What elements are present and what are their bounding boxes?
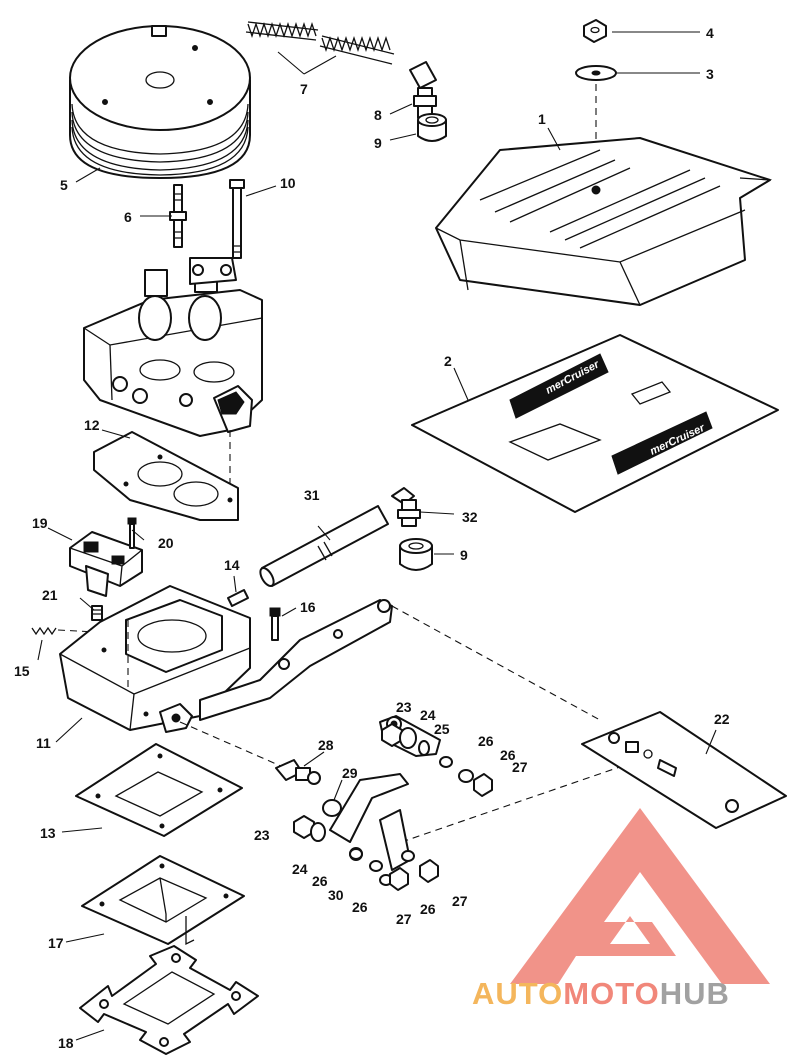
vent-hose — [259, 505, 389, 588]
linkage-bracket — [581, 711, 787, 829]
callout-16: 16 — [300, 599, 316, 615]
callout-3: 3 — [706, 66, 714, 82]
callout-19: 19 — [32, 515, 48, 531]
watermark-hub: HUB — [660, 976, 730, 1011]
callout-24-lower: 24 — [292, 861, 308, 877]
callout-7: 7 — [300, 81, 308, 97]
decal-sheet: merCruiser merCruiser — [411, 334, 779, 513]
callout-25: 25 — [434, 721, 450, 737]
throttle-body — [83, 257, 263, 520]
callout-9-top: 9 — [374, 135, 382, 151]
sensor-screw — [127, 517, 137, 549]
callout-23-lower: 23 — [254, 827, 270, 843]
callout-15: 15 — [14, 663, 30, 679]
watermark-moto: MOTO — [563, 976, 659, 1011]
callout-20: 20 — [158, 535, 174, 551]
callout-12: 12 — [84, 417, 100, 433]
callout-31: 31 — [304, 487, 320, 503]
callout-27-b: 27 — [396, 911, 412, 927]
flame-arrestor-springs — [245, 21, 395, 65]
leader-lines — [37, 31, 717, 1041]
callout-5: 5 — [60, 177, 68, 193]
throttle-position-sensor — [69, 531, 143, 597]
svg-text:AUTOMOTOHUB: AUTOMOTOHUB — [472, 976, 730, 1011]
callout-26-a: 26 — [478, 733, 494, 749]
callout-22: 22 — [714, 711, 730, 727]
callout-21: 21 — [42, 587, 58, 603]
grommet-middle — [399, 538, 433, 571]
throttle-linkage-lower — [329, 773, 411, 871]
callout-18: 18 — [58, 1035, 74, 1051]
callout-24-upper: 24 — [420, 707, 436, 723]
sensor-spring — [91, 605, 103, 621]
mounting-stud — [169, 184, 187, 248]
callout-14: 14 — [224, 557, 240, 573]
callout-11: 11 — [36, 735, 51, 751]
grommet-top — [417, 113, 447, 142]
callout-8: 8 — [374, 107, 382, 123]
engine-cover — [435, 137, 773, 306]
ball-stud — [275, 759, 321, 785]
callout-6: 6 — [124, 209, 132, 225]
automotohub-watermark: AUTOMOTOHUB — [472, 808, 770, 1011]
base-gasket — [79, 945, 259, 1055]
callout-26-d: 26 — [352, 899, 368, 915]
callout-9-middle: 9 — [460, 547, 468, 563]
adapter-bolt — [269, 607, 281, 641]
long-bolt — [229, 179, 245, 259]
elbow-fitting — [409, 61, 437, 119]
throttle-body-gasket — [93, 431, 239, 521]
callout-30: 30 — [328, 887, 344, 903]
callout-23-upper: 23 — [396, 699, 412, 715]
linkage-hardware — [293, 723, 493, 891]
watermark-logo — [510, 808, 770, 984]
callout-2: 2 — [444, 353, 452, 369]
hose-fitting — [391, 487, 421, 527]
watermark-auto: AUTO — [472, 976, 563, 1011]
callout-17: 17 — [48, 935, 64, 951]
callout-1: 1 — [538, 111, 546, 127]
dowel-pin — [227, 589, 249, 607]
spacer-plate — [81, 855, 245, 946]
adapter-plate — [59, 585, 393, 733]
callout-26-b: 26 — [500, 747, 516, 763]
callout-32: 32 — [462, 509, 478, 525]
callout-28: 28 — [318, 737, 334, 753]
idle-spring — [31, 626, 97, 636]
callout-29: 29 — [342, 765, 358, 781]
callout-13: 13 — [40, 825, 56, 841]
callout-10: 10 — [280, 175, 296, 191]
callout-27-a: 27 — [512, 759, 528, 775]
nut-and-washer — [575, 19, 617, 180]
callout-labels: 1 2 3 4 5 6 7 8 9 9 10 11 12 13 14 15 16… — [14, 25, 730, 1051]
adapter-gasket — [75, 743, 243, 837]
callout-4: 4 — [706, 25, 714, 41]
air-cleaner — [69, 25, 251, 179]
callout-26-c: 26 — [312, 873, 328, 889]
callout-26-e: 26 — [420, 901, 436, 917]
callout-27-c: 27 — [452, 893, 468, 909]
